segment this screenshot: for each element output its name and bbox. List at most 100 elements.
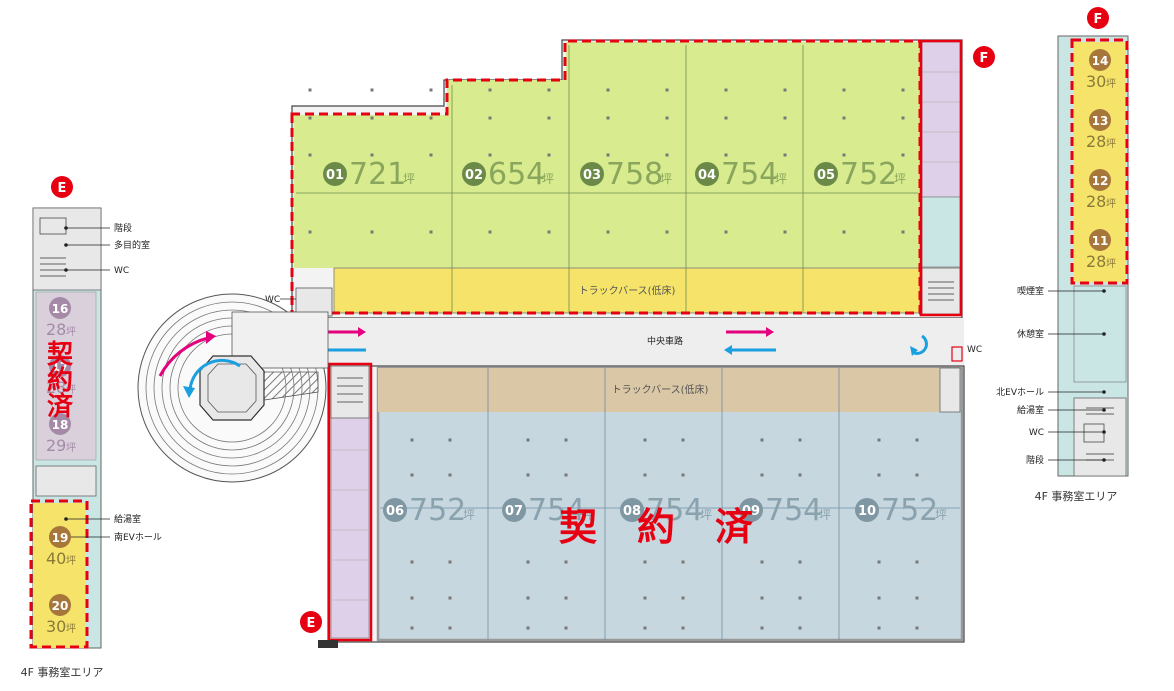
callout-label: 南EVホール xyxy=(114,531,162,543)
left-strip-dividers xyxy=(331,449,369,601)
office-tsubo-label: 坪 xyxy=(66,441,76,454)
unit-area: 754 xyxy=(528,493,585,528)
office-number: 18 xyxy=(52,418,69,432)
unit-number: 01 xyxy=(326,168,344,183)
office-number: 16 xyxy=(52,302,69,316)
marker-f-right xyxy=(1087,7,1109,29)
marker-f-main: F xyxy=(973,46,995,68)
unit-number: 07 xyxy=(505,504,523,519)
unit-number: 04 xyxy=(698,168,716,183)
spiral-ramp xyxy=(137,293,329,483)
callout-label: 階段 xyxy=(114,222,132,234)
available-outline-top xyxy=(290,39,922,315)
unit-number: 08 xyxy=(623,504,641,519)
right-strip-teal xyxy=(921,196,961,268)
svg-text:F: F xyxy=(1094,12,1103,27)
office-tsubo-label: 坪 xyxy=(1106,257,1116,270)
unit-area: 754 xyxy=(765,493,822,528)
office-area: 40 xyxy=(46,549,66,568)
svg-text:契: 契 xyxy=(559,505,597,549)
office-area: 30 xyxy=(46,617,66,636)
right-strip-dividers xyxy=(922,71,960,163)
unit-number: 02 xyxy=(465,168,483,183)
unit-tsubo-label: 坪 xyxy=(463,508,475,522)
unit-number: 09 xyxy=(742,504,760,519)
truck-berth-top xyxy=(333,267,921,314)
svg-text:F: F xyxy=(980,51,989,66)
contracted-stamp-main: 契 約 済 xyxy=(559,505,754,549)
unit-number: 05 xyxy=(817,168,835,183)
column-dots-top xyxy=(308,88,905,234)
callout-label: 多目的室 xyxy=(114,239,150,251)
office-tsubo-label: 坪 xyxy=(1106,77,1116,90)
svg-text:済: 済 xyxy=(715,505,754,549)
unit-tsubo-label: 坪 xyxy=(660,172,672,186)
svg-text:契: 契 xyxy=(46,340,74,370)
unit-tsubo-label: 坪 xyxy=(700,508,712,522)
office-number: 14 xyxy=(1092,54,1109,68)
office-area-label-left: 4F 事務室エリア xyxy=(21,665,104,679)
right-strip-lavender xyxy=(921,41,961,198)
callout-label: 給湯室 xyxy=(114,513,141,525)
office-area: 28 xyxy=(1086,252,1106,271)
column-dots-bottom xyxy=(410,438,919,630)
callout-label: 北EVホール xyxy=(996,387,1044,398)
stair-box-bottom-left xyxy=(330,365,370,419)
office-number: 12 xyxy=(1092,174,1109,188)
truck-berth-bottom-label: トラックバース(低床) xyxy=(612,383,709,396)
right-strip-outline xyxy=(919,39,963,317)
unit-area: 758 xyxy=(606,157,663,192)
unit-area: 752 xyxy=(881,493,938,528)
wc-label-right: WC xyxy=(967,345,982,355)
unit-area: 754 xyxy=(646,493,703,528)
unit-area: 752 xyxy=(840,157,897,192)
office-area: 30 xyxy=(1086,72,1106,91)
callout-label: 休憩室 xyxy=(1017,328,1044,340)
stair-box-top-right xyxy=(921,267,961,315)
callout-label: 給湯室 xyxy=(1017,404,1044,416)
office-area: 28 xyxy=(46,320,66,339)
marker-e-left xyxy=(51,176,73,198)
stairs-top-right xyxy=(928,281,954,301)
office-number: 11 xyxy=(1092,234,1109,248)
office-tsubo-label: 坪 xyxy=(1106,197,1116,210)
office-number: 19 xyxy=(52,531,69,545)
office-tsubo-label: 坪 xyxy=(66,622,76,635)
unit-area: 754 xyxy=(721,157,778,192)
truck-berth-bottom xyxy=(378,368,940,412)
wc-box-top-left xyxy=(295,287,333,317)
office-area: 28 xyxy=(1086,192,1106,211)
office-tsubo-label: 坪 xyxy=(66,554,76,567)
unit-area: 721 xyxy=(349,157,406,192)
unit-tsubo-label: 坪 xyxy=(542,172,554,186)
unit-tsubo-label: 坪 xyxy=(819,508,831,522)
truck-berth-top-label: トラックバース(低床) xyxy=(579,284,676,297)
svg-text:約: 約 xyxy=(47,365,73,396)
central-road xyxy=(328,318,964,366)
unit-tsubo-label: 坪 xyxy=(894,172,906,186)
stairs-bottom-left xyxy=(337,377,363,403)
left-office-tower: E 4F 事務室エリア xyxy=(21,176,104,679)
office-area: 28 xyxy=(46,378,66,397)
unit-number: 10 xyxy=(858,504,876,519)
svg-text:約: 約 xyxy=(637,505,675,549)
